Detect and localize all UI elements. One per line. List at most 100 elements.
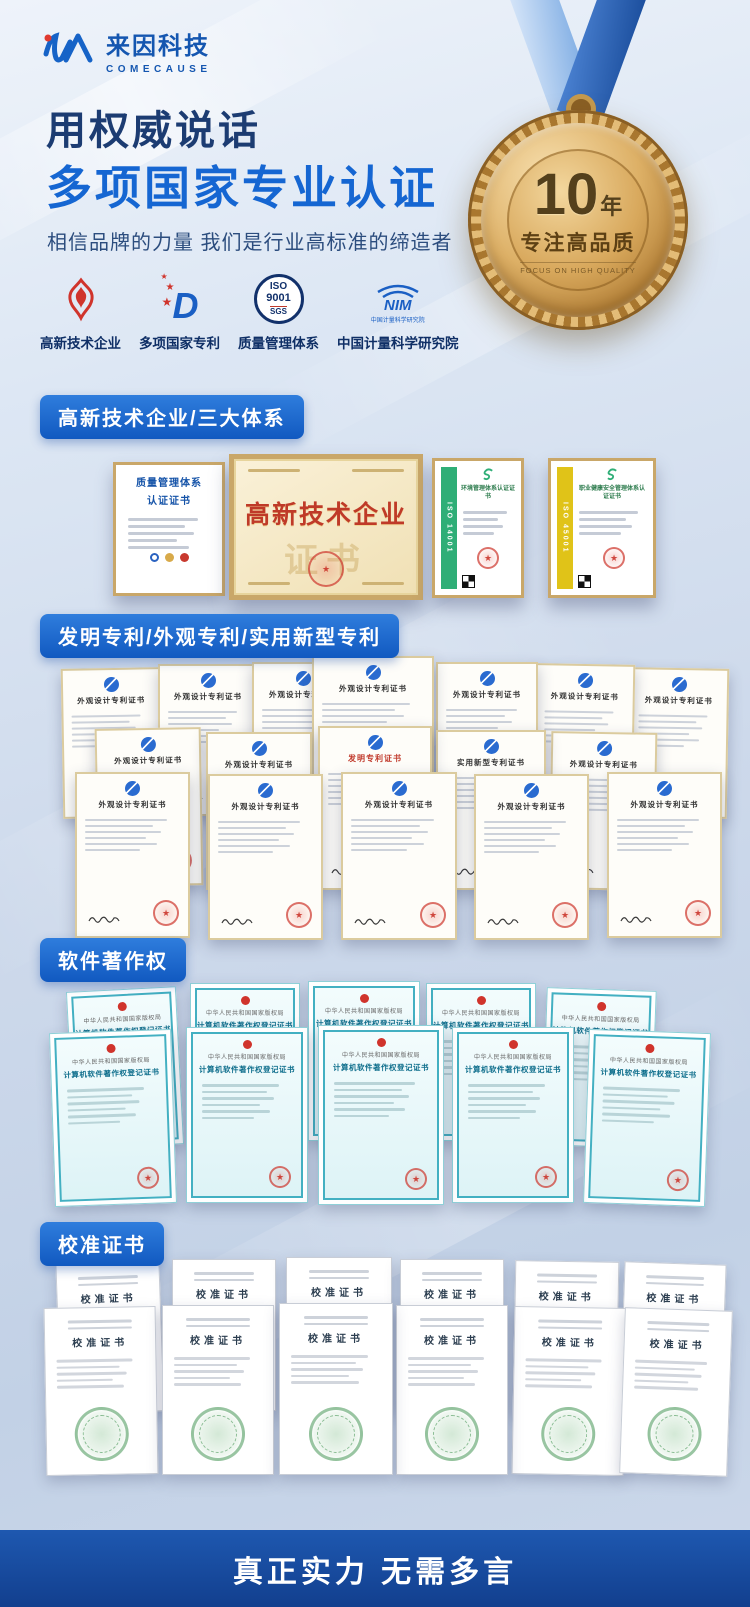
patent-certificate-title: 外观设计专利证书	[339, 684, 407, 693]
green-seal-watermark-icon	[191, 1407, 245, 1461]
medal-inner-ring: 10 年 专注高品质 FOCUS ON HIGH QUALITY	[481, 123, 675, 317]
patent-certificate-title: 外观设计专利证书	[231, 802, 300, 811]
badge-hightech: 高新技术企业	[40, 270, 121, 352]
hero-title: 用权威说话	[46, 109, 261, 153]
nim-caption: 中国计量科学研究院	[370, 318, 425, 324]
national-emblem-icon	[240, 996, 250, 1005]
medal-caption: 专注高品质	[520, 231, 636, 255]
patent-certificate-title: 外观设计专利证书	[77, 695, 146, 706]
cnipa-emblem-icon	[479, 671, 495, 686]
certificate-title: 校准证书	[538, 1291, 595, 1304]
brand-name-en: COMECAUSE	[106, 64, 212, 75]
signature-squiggle-icon	[220, 914, 254, 926]
patent-certificate-title: 外观设计专利证书	[225, 760, 293, 769]
certificate-authority: 中华人民共和国国家版权局	[205, 1011, 284, 1017]
green-seal-watermark-icon	[309, 1407, 363, 1461]
signature-squiggle-icon	[87, 912, 121, 924]
patent-certificate: 外观设计专利证书	[341, 772, 457, 940]
certificate-body	[116, 507, 222, 549]
accreditation-badges-row: 高新技术企业 D 多项国家专利 ISO 9001 SGS 质量管理体系	[40, 270, 459, 352]
certificate-body	[280, 1345, 392, 1384]
green-seal-watermark-icon	[646, 1406, 703, 1462]
patent-certificate-title: 外观设计专利证书	[269, 690, 337, 699]
calibration-certificate: 校准证书	[619, 1307, 733, 1477]
system-certificates-row: 质量管理体系 认证证书 高新技术企业 证书 ISO 14001	[0, 452, 750, 617]
national-emblem-icon	[376, 1038, 386, 1047]
certificate-title: 环境管理体系认证证书	[461, 486, 516, 501]
hero-headline: 多项国家专业认证	[46, 162, 438, 214]
iso14001-certificate: ISO 14001 环境管理体系认证证书	[432, 458, 524, 598]
red-seal-icon	[405, 1168, 427, 1190]
stars-patent-icon: D	[161, 270, 199, 324]
certificate-body	[459, 1075, 567, 1119]
certificate-footer-line	[362, 582, 404, 585]
cnipa-emblem-icon	[657, 781, 672, 796]
badge-patents: D 多项国家专利	[139, 270, 220, 352]
patent-certificate: 外观设计专利证书	[208, 774, 323, 940]
red-seal-icon	[535, 1166, 557, 1188]
qr-code-icon	[578, 575, 591, 588]
green-seal-watermark-icon	[74, 1406, 130, 1462]
star-icon	[162, 295, 173, 309]
patent-certificate-title: 外观设计专利证书	[497, 802, 566, 811]
cnipa-emblem-icon	[200, 673, 216, 688]
patent-certificate: 外观设计专利证书	[474, 774, 589, 940]
certificate-authority: 中华人民共和国国家版权局	[71, 1057, 151, 1067]
certificate-body	[609, 810, 720, 851]
qr-code-icon	[462, 575, 475, 588]
red-seal-icon	[136, 1166, 160, 1190]
gold-mark-icon	[164, 553, 174, 562]
patent-certificate: 外观设计专利证书	[607, 772, 722, 938]
patent-certificate-title: 外观设计专利证书	[98, 800, 167, 809]
signature-squiggle-icon	[486, 914, 520, 926]
certificate-body	[163, 1347, 273, 1386]
certificate-body	[58, 1077, 167, 1125]
patent-certificate-title: 外观设计专利证书	[630, 800, 699, 809]
certificate-title: 计算机软件著作权登记证书	[465, 1065, 561, 1074]
certificate-authority: 中华人民共和国国家版权局	[341, 1053, 420, 1059]
certificate-title: 高新技术企业	[244, 501, 407, 529]
cnas-mark-icon	[149, 553, 159, 562]
red-seal-icon	[685, 900, 711, 926]
certificate-body	[325, 1073, 437, 1117]
sgs-text: SGS	[270, 305, 287, 316]
section-title-patent: 发明专利/外观专利/实用新型专利	[40, 614, 400, 658]
national-emblem-icon	[508, 1040, 518, 1049]
software-copyright-certificate: 中华人民共和国国家版权局计算机软件著作权登记证书	[49, 1028, 177, 1208]
section-title-system: 高新技术企业/三大体系	[40, 395, 304, 439]
cnipa-emblem-icon	[391, 781, 407, 796]
cnipa-emblem-icon	[577, 672, 593, 689]
iso-number: 9001	[266, 292, 291, 305]
certificate-title: 职业健康安全管理体系认证证书	[578, 486, 645, 501]
certificate-header	[401, 1260, 503, 1281]
certificate-header	[163, 1306, 273, 1327]
red-seal-icon	[420, 902, 446, 928]
badge-nim: NIM 中国计量科学研究院 中国计量科学研究院	[337, 270, 459, 352]
patent-certificate: 外观设计专利证书	[75, 772, 190, 938]
footer-slogan: 真正实力 无需多言	[232, 1555, 518, 1589]
patent-certificate-title: 外观设计专利证书	[453, 690, 521, 699]
cnipa-emblem-icon	[483, 739, 499, 754]
patent-certificate-title: 外观设计专利证书	[365, 800, 433, 809]
red-seal-icon	[308, 551, 344, 587]
software-copyright-certificate: 中华人民共和国国家版权局计算机软件著作权登记证书	[452, 1027, 574, 1203]
cnipa-emblem-icon	[524, 783, 539, 798]
iso-band: ISO 45001	[557, 467, 573, 589]
certificate-title: 校准证书	[311, 1288, 367, 1299]
certificate-title: 计算机软件著作权登记证书	[333, 1063, 429, 1072]
hightech-enterprise-certificate: 高新技术企业 证书	[229, 454, 423, 600]
certificate-header	[516, 1261, 618, 1284]
certificate-body	[514, 1348, 625, 1388]
national-emblem-icon	[359, 994, 369, 1003]
cnipa-emblem-icon	[671, 676, 687, 693]
certificate-body	[77, 810, 188, 851]
certificate-title: 校准证书	[196, 1290, 252, 1301]
certificate-header	[173, 1260, 275, 1281]
certificate-title: 计算机软件著作权登记证书	[316, 1019, 412, 1028]
red-mark-icon	[179, 553, 189, 562]
certificate-title: 校准证书	[424, 1336, 480, 1347]
software-copyright-collage: 中华人民共和国国家版权局计算机软件著作权登记证书中华人民共和国国家版权局计算机软…	[0, 975, 750, 1225]
certificate-header	[625, 1308, 732, 1333]
medal-icon: 10 年 专注高品质 FOCUS ON HIGH QUALITY	[468, 110, 688, 330]
